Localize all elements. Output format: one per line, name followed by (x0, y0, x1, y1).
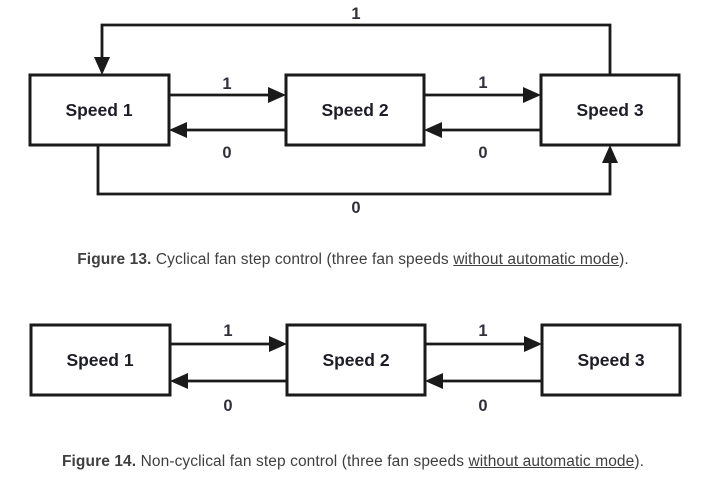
state-box-speed3: Speed 3 (539, 73, 681, 147)
transition-label-speed3-to-speed1: 1 (351, 5, 360, 23)
transition-arrow-speed3-to-speed2 (424, 122, 541, 138)
arrowhead-left-icon (170, 373, 188, 389)
figure13-caption: Figure 13. Cyclical fan step control (th… (0, 250, 706, 270)
transition-label-speed2-to-speed3: 1 (478, 322, 487, 340)
transition-label-speed2-to-speed1: 0 (223, 397, 232, 415)
arrowhead-up-icon (602, 145, 618, 163)
transition-label-speed3-to-speed2: 0 (478, 397, 487, 415)
figure13-caption-underlined-text: without automatic mode (453, 251, 620, 268)
figure13-caption-text: Cyclical fan step control (three fan spe… (151, 251, 454, 268)
arrowhead-left-icon (425, 373, 443, 389)
transition-label-speed2-to-speed3: 1 (478, 74, 487, 92)
transition-arrow-speed3-to-speed1-top-loop (94, 23, 612, 75)
state-box-speed1: Speed 1 (28, 73, 171, 147)
state-box-speed2: Speed 2 (284, 73, 426, 147)
state-label-speed2: Speed 2 (322, 350, 389, 370)
state-label-speed3: Speed 3 (576, 100, 643, 120)
transition-arrow-speed1-to-speed2 (169, 87, 286, 103)
figure13-state-diagram: 1 0 1 0 1 0 (28, 5, 681, 217)
transition-label-speed1-to-speed2: 1 (222, 75, 231, 93)
state-label-speed1: Speed 1 (66, 350, 133, 370)
state-label-speed3: Speed 3 (577, 350, 644, 370)
transition-arrow-speed2-to-speed3 (425, 336, 542, 352)
arrowhead-right-icon (524, 336, 542, 352)
state-box-speed1: Speed 1 (29, 323, 172, 397)
figure14-caption-number: Figure 14. (61, 453, 137, 470)
transition-arrow-speed1-to-speed2 (170, 336, 287, 352)
state-label-speed2: Speed 2 (321, 100, 388, 120)
transition-arrow-speed1-to-speed3-bottom-loop (96, 145, 618, 196)
arrowhead-right-icon (268, 87, 286, 103)
arrowhead-left-icon (169, 122, 187, 138)
arrowhead-left-icon (424, 122, 442, 138)
arrowhead-down-icon (94, 57, 110, 75)
figure13-caption-suffix: ). (619, 251, 629, 268)
state-box-speed3: Speed 3 (540, 323, 682, 397)
transition-arrow-speed3-to-speed2 (425, 373, 542, 389)
figure14-caption-text: Non-cyclical fan step control (three fan… (136, 453, 469, 470)
figure14-state-diagram: 1 0 1 0 Speed 1 Speed 2 Spee (29, 322, 682, 415)
arrowhead-right-icon (269, 336, 287, 352)
arrowhead-right-icon (523, 87, 541, 103)
figure13-caption-number: Figure 13. (77, 251, 152, 268)
transition-label-speed3-to-speed2: 0 (478, 144, 487, 162)
figure14-caption: Figure 14. Non-cyclical fan step control… (0, 452, 706, 472)
transition-arrow-speed2-to-speed1 (169, 122, 286, 138)
figure14-caption-underlined-text: without automatic mode (468, 453, 635, 470)
transition-arrow-speed2-to-speed3 (424, 87, 541, 103)
transition-label-speed2-to-speed1: 0 (222, 144, 231, 162)
transition-label-speed1-to-speed2: 1 (223, 322, 232, 340)
state-label-speed1: Speed 1 (65, 100, 132, 120)
transition-label-speed1-to-speed3: 0 (351, 199, 360, 217)
figure14-caption-suffix: ). (634, 453, 645, 470)
transition-arrow-speed2-to-speed1 (170, 373, 287, 389)
state-box-speed2: Speed 2 (285, 323, 427, 397)
